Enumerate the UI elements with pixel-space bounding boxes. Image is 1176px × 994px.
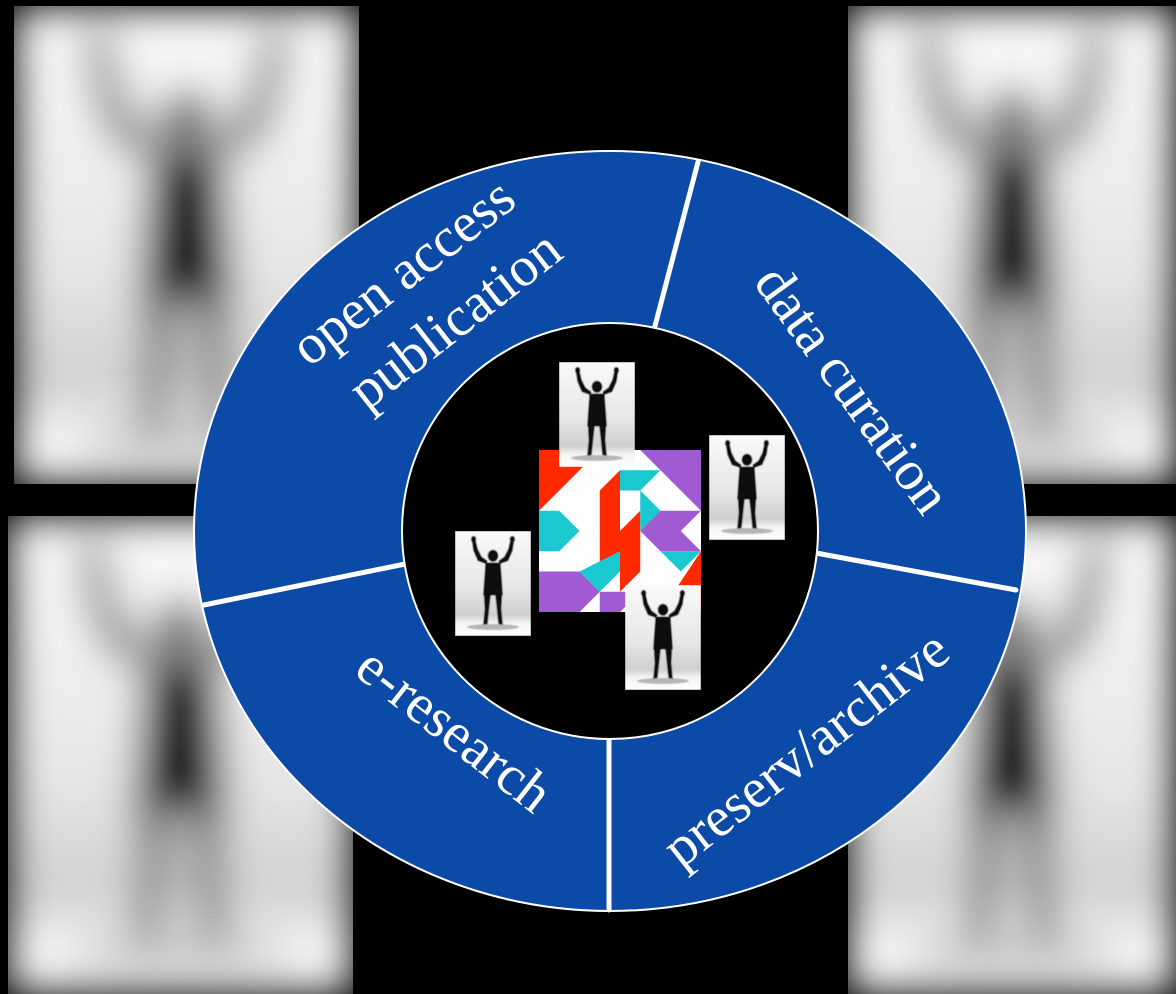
photo-tile-left	[455, 531, 531, 636]
photo-tile-top	[559, 362, 635, 467]
photo-tile-bottom	[625, 585, 701, 690]
quilt-logo-icon	[539, 450, 701, 612]
segment-dividers	[201, 159, 1019, 913]
photo-tile-right	[709, 435, 785, 540]
